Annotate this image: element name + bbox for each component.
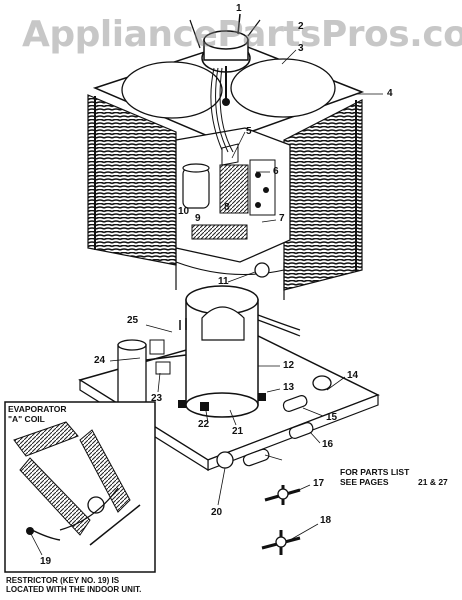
compressor: [185, 285, 301, 418]
callout-11: 11: [218, 276, 229, 287]
callout-6: 6: [273, 166, 279, 177]
callout-13: 13: [283, 382, 295, 393]
callout-14: 14: [347, 370, 359, 381]
control-box: [175, 127, 291, 263]
lower-cabinet: [175, 248, 285, 300]
callout-19: 19: [40, 556, 52, 567]
fan-motor: [189, 13, 261, 153]
valves-and-fittings: [178, 262, 332, 555]
evaporator-label-line2: "A" COIL: [8, 413, 45, 424]
callout-4: 4: [387, 88, 393, 99]
callout-15: 15: [326, 412, 338, 423]
callout-21: 21: [232, 426, 244, 437]
restrictor-note-line1: RESTRICTOR (KEY NO. 19) IS: [6, 576, 120, 585]
evaporator-inset: [4, 401, 156, 573]
parts-list-line1: FOR PARTS LIST: [340, 467, 410, 477]
callout-2: 2: [298, 21, 304, 32]
restrictor-note: RESTRICTOR (KEY NO. 19) IS LOCATED WITH …: [6, 576, 141, 594]
parts-list-line2: SEE PAGES: [340, 476, 389, 487]
right-condenser-coil: [283, 99, 363, 291]
watermark-text: AppliancePartsPros.com: [22, 14, 462, 55]
callout-7: 7: [279, 213, 285, 224]
evaporator-label-line1: EVAPORATOR: [8, 404, 67, 414]
callout-24: 24: [94, 355, 106, 366]
callout-5: 5: [246, 126, 252, 137]
callout-18: 18: [320, 515, 332, 526]
parts-list-note: FOR PARTS LIST SEE PAGES: [340, 467, 410, 488]
callout-10: 10: [178, 206, 190, 217]
callout-9: 9: [195, 213, 201, 224]
callout-8: 8: [224, 202, 230, 213]
callout-22: 22: [198, 419, 210, 430]
left-condenser-coil: [87, 94, 177, 266]
callout-3: 3: [298, 43, 304, 54]
callout-1: 1: [236, 3, 242, 14]
callout-12: 12: [283, 360, 295, 371]
leader-lines: [29, 49, 383, 556]
top-panel: [92, 41, 365, 143]
callout-25: 25: [127, 315, 139, 326]
callout-20: 20: [211, 507, 223, 518]
callout-16: 16: [322, 439, 334, 450]
evaporator-label: EVAPORATOR "A" COIL: [8, 404, 67, 425]
restrictor-note-line2: LOCATED WITH THE INDOOR UNIT.: [6, 585, 142, 595]
callout-23: 23: [151, 393, 163, 404]
parts-list-pages: 21 & 27: [418, 477, 448, 487]
callout-17: 17: [313, 478, 325, 489]
